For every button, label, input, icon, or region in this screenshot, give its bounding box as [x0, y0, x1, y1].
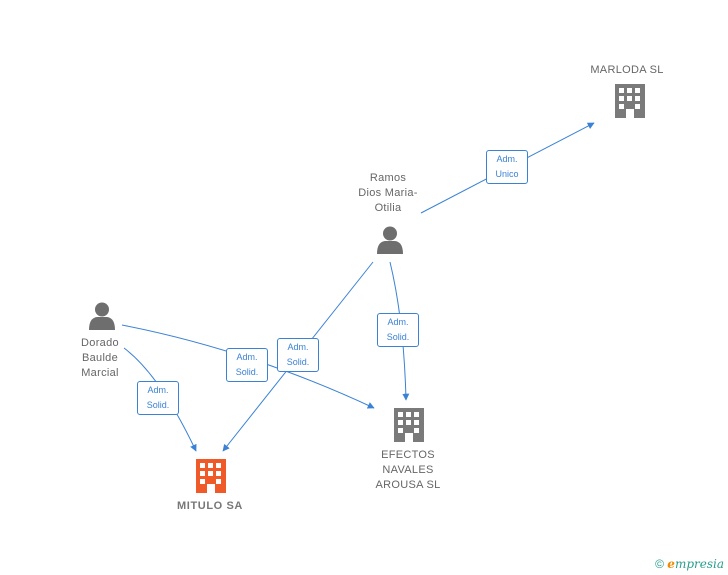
- footer-brand[interactable]: © empresia: [655, 557, 724, 571]
- company-label-efectos[interactable]: EFECTOS NAVALES AROUSA SL: [375, 449, 441, 491]
- company-label-marloda[interactable]: MARLODA SL: [590, 64, 664, 76]
- person-label-dorado[interactable]: Dorado Baulde Marcial: [81, 337, 119, 379]
- edge-label-adm-solid: Adm. Solid.: [137, 381, 179, 415]
- copyright-symbol: ©: [655, 557, 664, 571]
- edge-label-adm-solid: Adm. Solid.: [377, 313, 419, 347]
- building-icon[interactable]: [615, 84, 645, 118]
- building-icon[interactable]: [394, 408, 424, 442]
- brand-logo: empresia: [667, 557, 724, 571]
- edge-label-adm-solid: Adm. Solid.: [277, 338, 319, 372]
- building-icon[interactable]: [196, 459, 226, 493]
- edge-label-adm-unico: Adm. Unico: [486, 150, 528, 184]
- person-icon[interactable]: [377, 226, 403, 255]
- person-label-ramos[interactable]: Ramos Dios Maria- Otilia: [358, 172, 418, 214]
- edge-label-adm-solid: Adm. Solid.: [226, 348, 268, 382]
- person-icon[interactable]: [89, 302, 115, 331]
- company-label-mitulo[interactable]: MITULO SA: [177, 500, 243, 512]
